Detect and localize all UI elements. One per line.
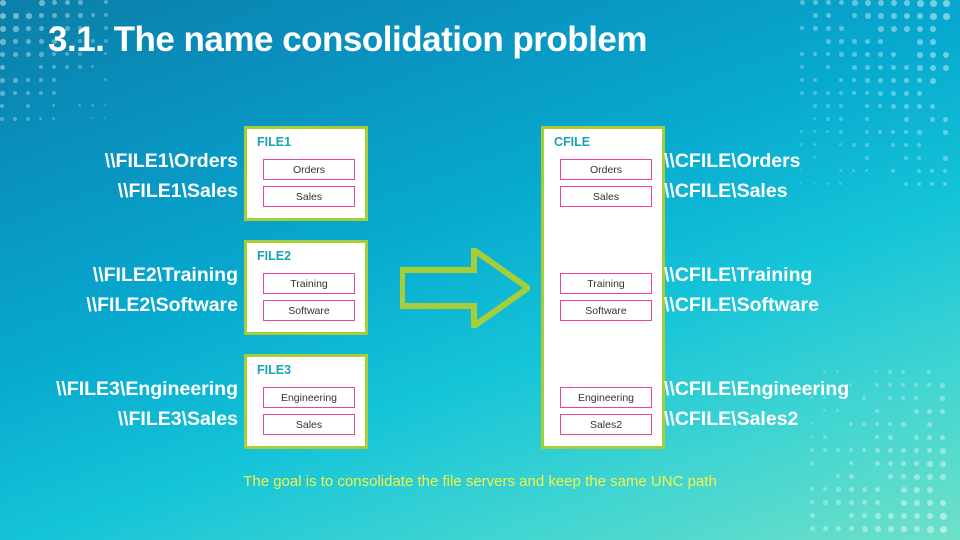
share-item[interactable]: Orders xyxy=(560,159,652,180)
share-item[interactable]: Sales2 xyxy=(560,414,652,435)
share-item[interactable]: Training xyxy=(263,273,355,294)
share-item[interactable]: Sales xyxy=(263,186,355,207)
unc-path: \\CFILE\Training xyxy=(664,260,819,290)
source-server-box-file3: FILE3 Engineering Sales xyxy=(244,354,368,449)
share-item[interactable]: Orders xyxy=(263,159,355,180)
source-server-box-file2: FILE2 Training Software xyxy=(244,240,368,335)
share-item[interactable]: Software xyxy=(560,300,652,321)
unc-path: \\CFILE\Sales2 xyxy=(664,404,849,434)
server-name: FILE1 xyxy=(257,135,291,149)
destination-server-box-cfile: CFILE Orders Sales Training Software Eng… xyxy=(541,126,665,449)
unc-path: \\FILE2\Software xyxy=(28,290,238,320)
unc-path: \\CFILE\Sales xyxy=(664,176,801,206)
share-item[interactable]: Sales xyxy=(263,414,355,435)
destination-unc-label-row3: \\CFILE\Engineering \\CFILE\Sales2 xyxy=(664,374,849,434)
unc-path: \\CFILE\Software xyxy=(664,290,819,320)
source-unc-label-file2: \\FILE2\Training \\FILE2\Software xyxy=(28,260,238,320)
decorative-dots-top-right xyxy=(800,0,960,200)
source-unc-label-file1: \\FILE1\Orders \\FILE1\Sales xyxy=(28,146,238,206)
share-item[interactable]: Engineering xyxy=(263,387,355,408)
unc-path: \\FILE1\Orders xyxy=(28,146,238,176)
unc-path: \\FILE3\Sales xyxy=(28,404,238,434)
unc-path: \\FILE1\Sales xyxy=(28,176,238,206)
page-title: 3.1. The name consolidation problem xyxy=(48,20,647,60)
footnote-text: The goal is to consolidate the file serv… xyxy=(0,473,960,490)
unc-path: \\CFILE\Engineering xyxy=(664,374,849,404)
share-item[interactable]: Software xyxy=(263,300,355,321)
source-unc-label-file3: \\FILE3\Engineering \\FILE3\Sales xyxy=(28,374,238,434)
server-name: FILE2 xyxy=(257,249,291,263)
consolidation-arrow xyxy=(400,248,530,328)
share-item[interactable]: Engineering xyxy=(560,387,652,408)
share-item[interactable]: Sales xyxy=(560,186,652,207)
source-server-box-file1: FILE1 Orders Sales xyxy=(244,126,368,221)
unc-path: \\FILE2\Training xyxy=(28,260,238,290)
destination-unc-label-row2: \\CFILE\Training \\CFILE\Software xyxy=(664,260,819,320)
server-name: FILE3 xyxy=(257,363,291,377)
unc-path: \\FILE3\Engineering xyxy=(28,374,238,404)
server-name: CFILE xyxy=(554,135,590,149)
unc-path: \\CFILE\Orders xyxy=(664,146,801,176)
destination-unc-label-row1: \\CFILE\Orders \\CFILE\Sales xyxy=(664,146,801,206)
share-item[interactable]: Training xyxy=(560,273,652,294)
